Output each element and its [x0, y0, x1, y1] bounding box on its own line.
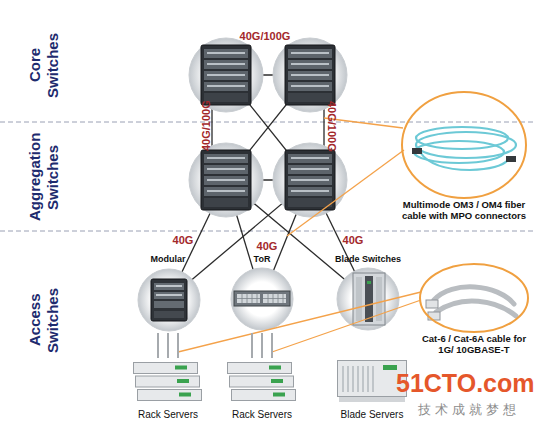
leader-line: [287, 150, 404, 236]
server-node: Rack Servers: [222, 358, 302, 420]
callout-circle: [402, 92, 526, 198]
switch-node: ToR: [232, 254, 292, 333]
copper-cable: [436, 301, 516, 316]
aggregation-switch: [189, 143, 263, 217]
tier-divider: [0, 231, 534, 232]
tor-switch: [231, 268, 293, 330]
copper-cable-image: [434, 287, 516, 316]
leader-lines: [178, 118, 421, 352]
link-speed: 40G: [168, 233, 198, 247]
mpo-connector: [506, 156, 516, 162]
watermark: 技术成就梦想: [404, 401, 534, 419]
callout-outline: [418, 262, 530, 334]
callout-text: Multimode OM3 / OM4 fiber cable with MPO…: [400, 200, 528, 222]
fiber-tail: [420, 152, 508, 170]
mpo-connector: [412, 148, 422, 154]
aggregation-switch: [273, 143, 347, 217]
switch-label: ToR: [254, 254, 271, 264]
callout-outline: [400, 90, 528, 200]
modular-switch: [138, 269, 200, 331]
rj45-plug: [426, 300, 438, 308]
uplink-cables: [169, 75, 368, 299]
tier-label: Core Switches: [26, 25, 66, 105]
link-speed: 40G: [338, 233, 368, 247]
callout-text: Cat-6 / Cat-6A cable for 1G/ 10GBASE-T: [418, 334, 530, 356]
fiber-cable-image: [414, 127, 516, 170]
leader-line: [178, 292, 421, 352]
tier-label: Aggregation Switches: [26, 126, 66, 228]
fiber-callout: Multimode OM3 / OM4 fiber cable with MPO…: [400, 90, 528, 236]
link-speed: 40G: [252, 239, 282, 253]
tier-divider: [0, 122, 534, 123]
link-speed: 40G/100G: [325, 96, 339, 156]
link-speed: 40G/100G: [199, 96, 213, 156]
rack-server: [134, 363, 202, 401]
server-label: Blade Servers: [341, 409, 404, 421]
server-node: Rack Servers: [128, 358, 208, 420]
switch-label: Modular: [151, 254, 186, 264]
server-label: Rack Servers: [232, 409, 292, 421]
leader-line: [272, 300, 421, 352]
server-link: [158, 333, 178, 358]
rack-server: [228, 363, 296, 401]
fiber-coil: [416, 132, 516, 158]
server-label: Rack Servers: [138, 409, 198, 421]
switch-node: Modular: [138, 254, 198, 333]
tier-label: Access Switches: [26, 280, 66, 360]
link-speed: 40G/100G: [233, 29, 297, 43]
switch-label: Blade Switches: [335, 254, 401, 264]
watermark: 51CTO.com: [396, 368, 534, 398]
callout-circle: [420, 264, 528, 332]
server-link: [252, 333, 272, 358]
switch-node: Blade Switches: [333, 254, 403, 333]
blade-switch: [337, 268, 399, 330]
cable-callout: Cat-6 / Cat-6A cable for 1G/ 10GBASE-T: [418, 262, 530, 370]
